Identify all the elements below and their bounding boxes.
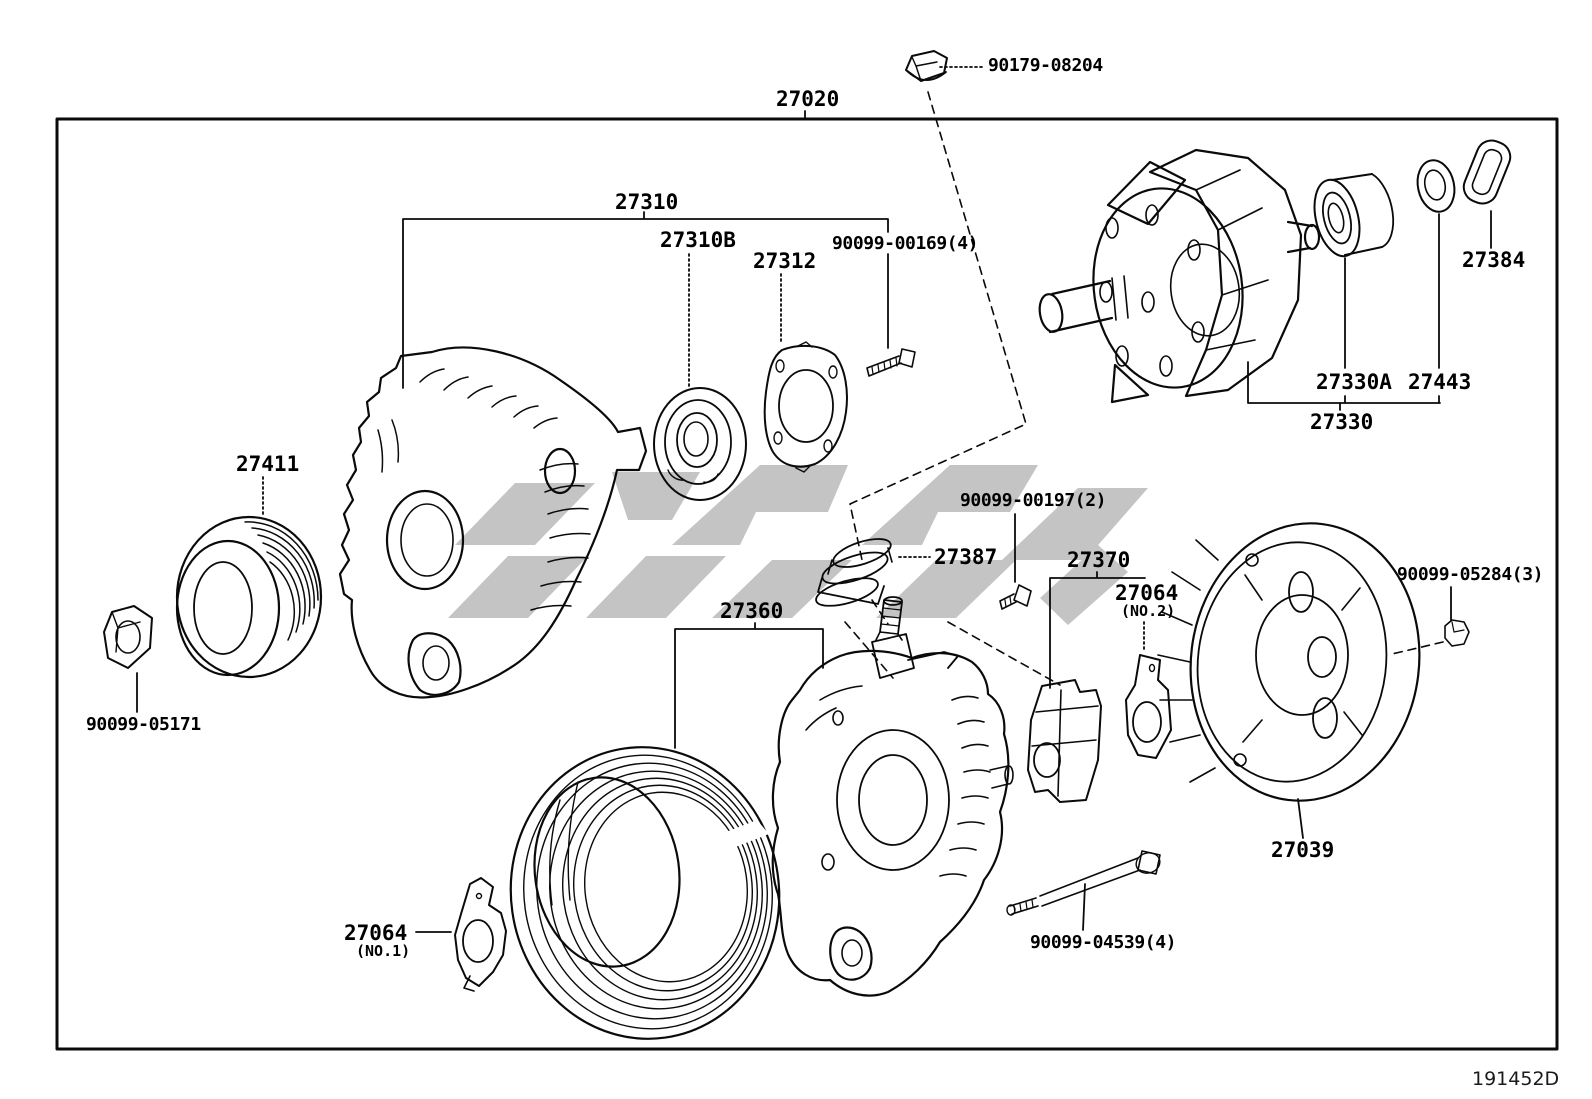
insulator-no1-drawing	[454, 877, 507, 992]
label-terminal-insulator: 27384	[1462, 248, 1526, 272]
leader-lines	[136, 66, 1492, 933]
insulator-no2-drawing	[1125, 654, 1172, 759]
rear-frame-drawing	[771, 649, 1014, 997]
front-bracket-drawing	[338, 346, 648, 699]
rotor-drawing	[1038, 148, 1321, 404]
slip-ring-drawing	[815, 538, 893, 607]
drawing-border	[55, 117, 1559, 1051]
watermark-logo	[448, 465, 1148, 625]
terminal-nut-drawing	[905, 50, 948, 82]
rear-cover-drawing	[1157, 522, 1421, 802]
label-rotor: 27330	[1310, 410, 1374, 434]
label-alternator-assy: 27020	[776, 87, 840, 111]
regulator-drawing	[1027, 679, 1102, 803]
label-retainer-bolts: 90099-00169(4)	[832, 233, 979, 254]
label-terminal-nut: 90179-08204	[988, 55, 1103, 76]
label-bearing-retainer: 27312	[753, 249, 817, 273]
label-pulley-nut: 90099-05171	[86, 714, 201, 735]
through-bolt-drawing	[1006, 850, 1161, 916]
label-bearing-cover: 27443	[1408, 370, 1472, 394]
label-through-bolts: 90099-04539(4)	[1030, 932, 1177, 953]
bearing-cover-drawing	[1416, 159, 1456, 213]
label-insulator-no1-note: (NO.1)	[356, 942, 411, 960]
label-cover-nuts: 90099-05284(3)	[1397, 564, 1544, 585]
rear-bearing-drawing	[1313, 173, 1395, 258]
label-rear-cover: 27039	[1271, 838, 1335, 862]
label-front-bracket: 27310	[615, 190, 679, 214]
stator-drawing	[509, 746, 781, 1040]
pulley-nut-drawing	[103, 605, 153, 669]
label-pulley: 27411	[236, 452, 300, 476]
cover-nut-drawing	[1444, 619, 1470, 647]
front-bearing-drawing	[653, 387, 747, 501]
pulley-drawing	[175, 515, 323, 679]
figure-code: 191452D	[1472, 1068, 1560, 1090]
bearing-retainer-drawing	[763, 341, 848, 473]
label-slip-ring: 27387	[934, 545, 998, 569]
terminal-stud-drawing	[871, 596, 915, 679]
terminal-insulator-drawing	[1462, 139, 1512, 205]
regulator-screw-drawing	[999, 584, 1032, 610]
label-regulator: 27370	[1067, 548, 1131, 572]
label-insulator-no2: 27064	[1115, 581, 1179, 605]
label-rear-frame: 27360	[720, 599, 784, 623]
retainer-bolt-drawing	[866, 348, 916, 377]
label-insulator-no1: 27064	[344, 921, 408, 945]
label-regulator-screws: 90099-00197(2)	[960, 490, 1107, 511]
label-rear-bearing: 27330A	[1316, 370, 1392, 394]
label-insulator-no2-note: (NO.2)	[1121, 602, 1176, 620]
label-front-bearing: 27310B	[660, 228, 736, 252]
